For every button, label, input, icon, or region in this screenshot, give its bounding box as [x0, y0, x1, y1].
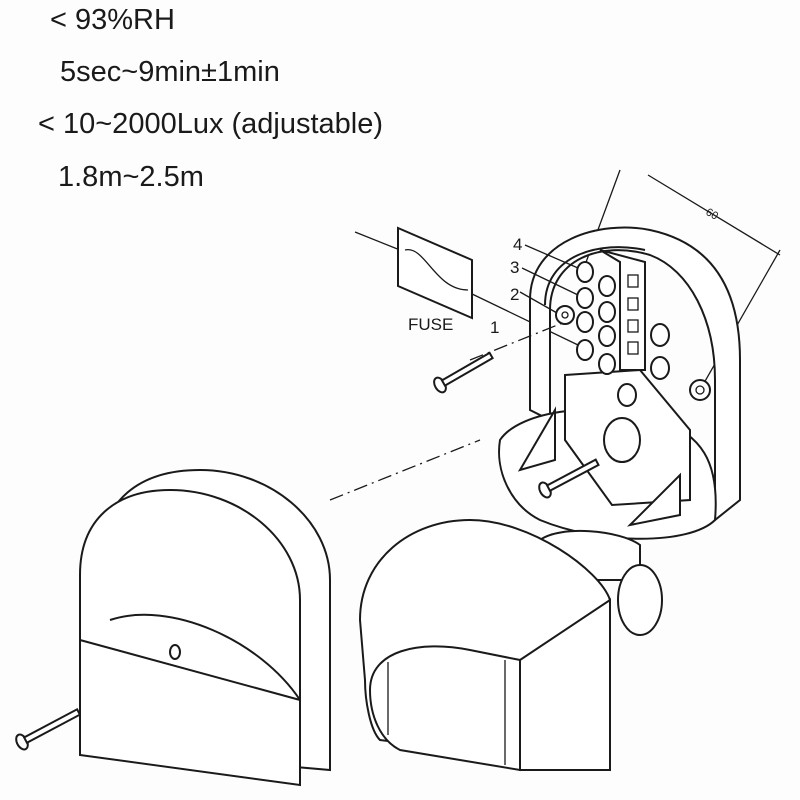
- spec-humidity: < 93%RH: [50, 4, 175, 36]
- spec-install-height: 1.8m~2.5m: [58, 161, 204, 193]
- spec-light-level: < 10~2000Lux (adjustable): [38, 108, 384, 140]
- fuse-label: FUSE: [408, 315, 453, 334]
- dimension-label: 60: [704, 206, 721, 223]
- fuse-symbol: FUSE: [397, 226, 473, 334]
- terminal-label-2: 2: [510, 285, 519, 304]
- terminal-label-1: 1: [490, 318, 499, 337]
- terminal-label-3: 3: [510, 258, 519, 277]
- terminal-block: 4 3 2 1: [490, 235, 670, 407]
- assembly-axis-lines: [329, 321, 566, 501]
- terminal-screws: [555, 261, 670, 407]
- dimension-60: 60: [647, 174, 781, 391]
- front-cover: [79, 468, 331, 787]
- spec-time-delay: 5sec~9min±1min: [60, 56, 280, 88]
- terminal-label-4: 4: [513, 235, 522, 254]
- screws: [15, 351, 600, 751]
- sensor-head: [358, 518, 663, 772]
